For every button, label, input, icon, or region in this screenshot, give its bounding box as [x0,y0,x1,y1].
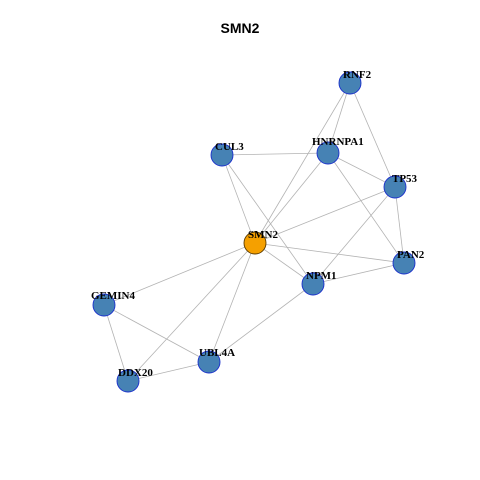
node-label-ddx20: DDX20 [118,367,153,379]
node-label-tp53: TP53 [392,173,418,185]
node-label-smn2: SMN2 [248,229,278,241]
node-pan2 [392,251,416,275]
edge-layer [103,82,405,382]
node-layer [92,71,416,393]
diagram-title: SMN2 [220,20,260,36]
edge-smn2-npm1 [254,242,314,285]
edge-tp53-smn2 [254,186,396,244]
edge-smn2-ddx20 [127,242,256,382]
edge-rnf2-tp53 [349,82,396,188]
node-gemin4 [92,293,116,317]
node-ubl4a [197,350,221,374]
node-npm1 [301,272,325,296]
edge-cul3-npm1 [221,154,314,285]
node-hnrnpa1 [316,141,340,165]
edge-npm1-pan2 [312,262,405,285]
edge-smn2-ubl4a [208,242,256,363]
node-cul3 [210,143,234,167]
edge-hnrnpa1-tp53 [327,152,396,188]
edge-npm1-ubl4a [208,283,314,363]
edge-smn2-gemin4 [103,242,256,306]
node-label-ubl4a: UBL4A [199,347,235,359]
node-ddx20 [116,369,140,393]
edge-hnrnpa1-smn2 [254,152,329,244]
node-label-pan2: PAN2 [397,249,425,261]
edge-cul3-hnrnpa1 [221,152,329,156]
node-label-rnf2: RNF2 [343,69,372,81]
node-tp53 [383,175,407,199]
edge-gemin4-ubl4a [103,304,210,363]
edge-tp53-pan2 [394,186,405,264]
edge-cul3-smn2 [221,154,256,244]
edge-tp53-npm1 [312,186,396,285]
node-label-cul3: CUL3 [215,141,244,153]
node-rnf2 [338,71,362,95]
edge-rnf2-hnrnpa1 [327,82,351,154]
edge-hnrnpa1-pan2 [327,152,405,264]
node-label-gemin4: GEMIN4 [91,290,136,302]
edge-rnf2-smn2 [254,82,351,244]
edge-ubl4a-ddx20 [127,361,210,382]
node-label-hnrnpa1: HNRNPA1 [312,136,364,148]
node-smn2 [243,231,267,255]
node-label-npm1: NPM1 [306,270,337,282]
edge-gemin4-ddx20 [103,304,129,382]
edge-smn2-pan2 [254,242,405,264]
